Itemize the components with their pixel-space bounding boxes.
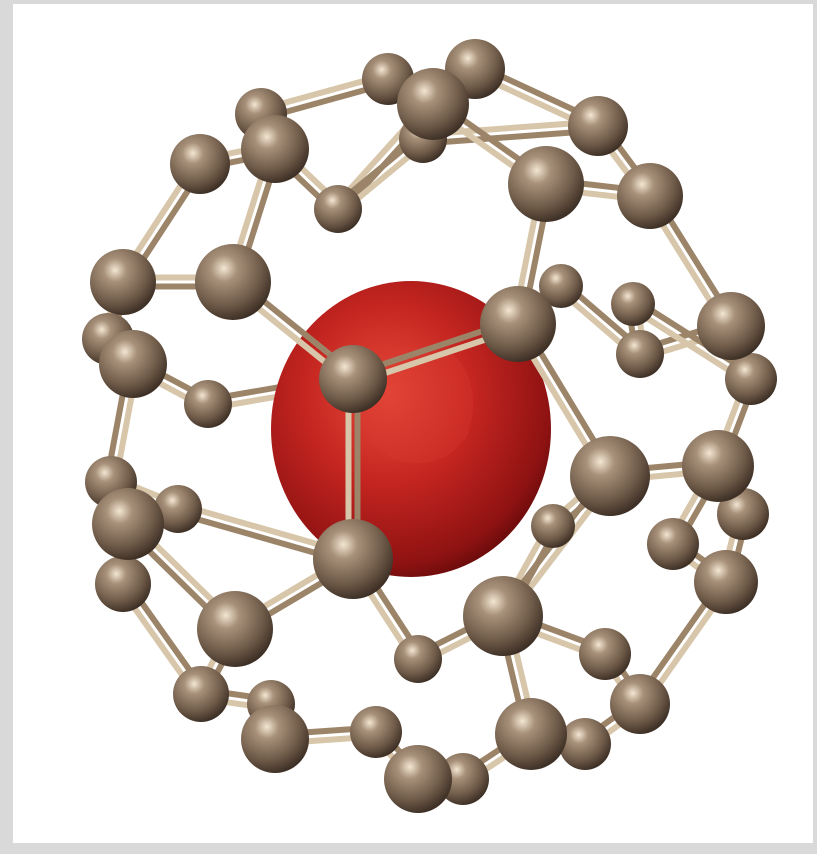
carbon-atom <box>725 353 777 405</box>
carbon-atoms <box>82 39 777 813</box>
carbon-atom <box>90 249 156 315</box>
carbon-atom <box>697 292 765 360</box>
carbon-atom <box>241 115 309 183</box>
carbon-atom <box>559 718 611 770</box>
carbon-atom <box>616 330 664 378</box>
carbon-atom <box>384 745 452 813</box>
carbon-atom <box>350 706 402 758</box>
image-frame <box>13 4 813 843</box>
carbon-atom <box>717 488 769 540</box>
carbon-atom <box>313 519 393 599</box>
carbon-atom <box>195 244 271 320</box>
carbon-atom <box>170 134 230 194</box>
carbon-atom <box>437 753 489 805</box>
carbon-atom <box>647 518 699 570</box>
carbon-atom <box>95 556 151 612</box>
carbon-atom <box>154 485 202 533</box>
carbon-atom <box>611 282 655 326</box>
carbon-atom <box>184 380 232 428</box>
carbon-atom <box>682 430 754 502</box>
carbon-atom <box>539 264 583 308</box>
carbon-atom <box>397 68 469 140</box>
carbon-atom <box>99 330 167 398</box>
carbon-atom <box>579 628 631 680</box>
carbon-atom <box>531 504 575 548</box>
carbon-atom <box>694 550 758 614</box>
carbon-atom <box>463 576 543 656</box>
carbon-atom <box>570 436 650 516</box>
carbon-atom <box>197 591 273 667</box>
carbon-atom <box>617 163 683 229</box>
fullerene-illustration <box>82 39 777 813</box>
carbon-atom <box>610 674 670 734</box>
carbon-atom <box>508 146 584 222</box>
carbon-atom <box>92 488 164 560</box>
carbon-atom <box>173 666 229 722</box>
carbon-atom <box>480 286 556 362</box>
carbon-atom <box>314 185 362 233</box>
carbon-atom <box>495 698 567 770</box>
carbon-atom <box>394 635 442 683</box>
carbon-atom <box>568 96 628 156</box>
carbon-atom <box>319 345 387 413</box>
carbon-atom <box>241 705 309 773</box>
